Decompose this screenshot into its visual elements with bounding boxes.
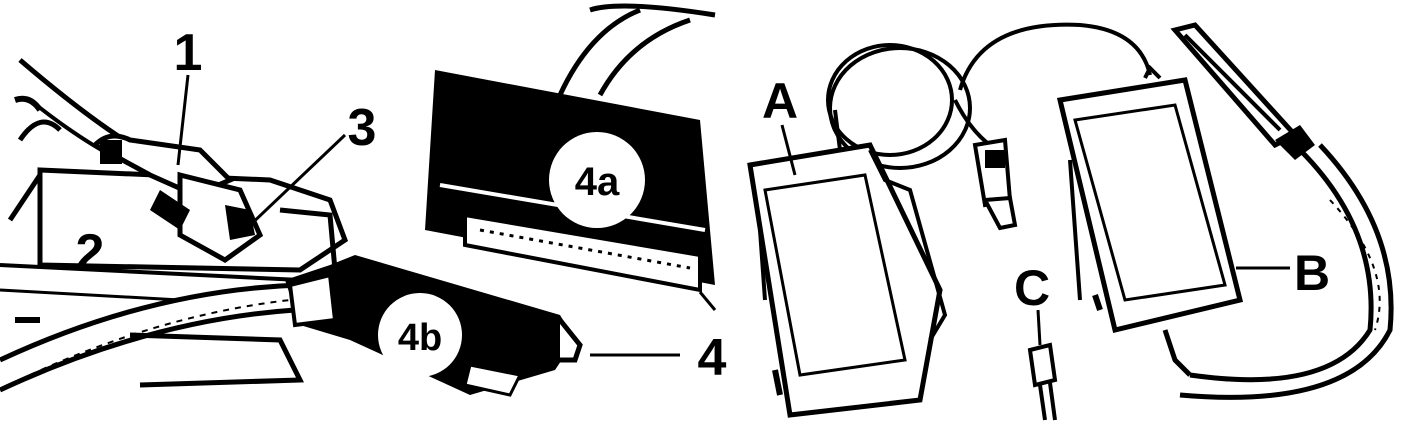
leader-lines-right <box>780 124 1290 346</box>
left-panel-illustration: 4b 4a 1 2 3 4 <box>0 3 727 397</box>
label-4: 4 <box>698 329 727 387</box>
label-4b: 4b <box>398 317 442 359</box>
middle-plug <box>972 137 1018 231</box>
label-4a: 4a <box>575 160 620 204</box>
socket-4a: 4a <box>425 3 716 293</box>
module-a <box>747 142 948 418</box>
housing-2 <box>0 167 349 388</box>
module-b <box>1056 64 1244 334</box>
lower-hose <box>0 282 301 393</box>
label-b: B <box>1294 245 1330 301</box>
plug-4b: 4b <box>285 255 583 397</box>
probe-sensor <box>1162 22 1394 400</box>
label-1: 1 <box>174 24 203 82</box>
label-a: A <box>762 73 798 129</box>
leader-lines-left <box>176 74 717 357</box>
label-c: C <box>1014 260 1050 316</box>
label-2: 2 <box>76 224 105 282</box>
badge-4a <box>549 132 645 228</box>
connector-1-plug-3 <box>90 133 264 263</box>
right-panel-illustration: A B C <box>747 22 1394 421</box>
part-c <box>1027 342 1058 421</box>
badge-4b <box>378 293 462 377</box>
label-3: 3 <box>348 99 377 157</box>
